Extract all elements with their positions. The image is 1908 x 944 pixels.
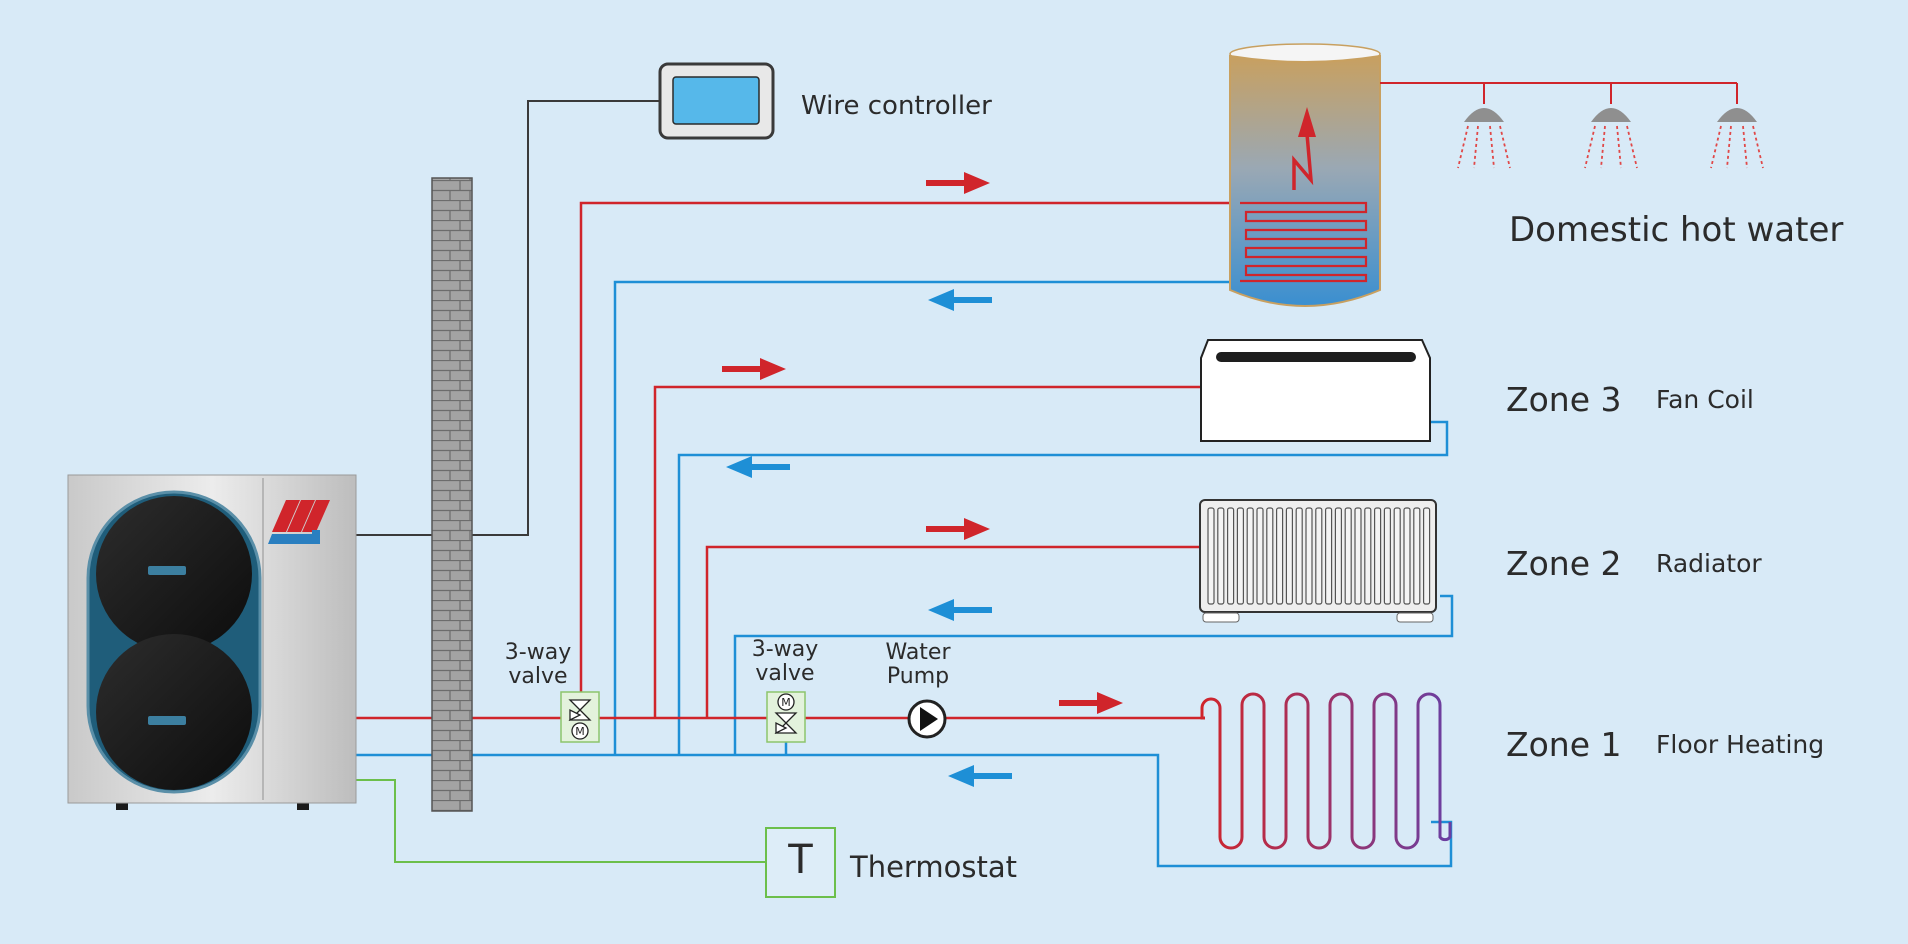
domestic-hot-water-label: Domestic hot water [1509, 210, 1844, 250]
cold-flow-arrow-zone1 [948, 765, 1012, 787]
cold-flow-arrow-dhw [928, 289, 992, 311]
zone1-label: Zone 1 [1506, 725, 1622, 764]
pump-label-line1: Water [885, 640, 951, 665]
three-way-valve-1: M [560, 691, 600, 743]
zone3-label: Zone 3 [1506, 380, 1622, 419]
radiator-fin [1373, 507, 1382, 605]
radiator-fin [1344, 507, 1352, 605]
radiator-fin [1266, 507, 1274, 605]
valve2-label-line2: valve [755, 661, 815, 686]
valve1-motor-symbol: M [575, 725, 585, 738]
cold-flow-arrow-zone3 [726, 456, 790, 478]
zone2-label: Zone 2 [1506, 544, 1622, 583]
return-pipes [356, 280, 1454, 868]
radiator-fin [1393, 507, 1401, 605]
radiator-fin [1383, 507, 1392, 605]
hot-flow-arrow-dhw [926, 172, 990, 194]
valve1-label: 3-way valve [498, 641, 578, 689]
radiator-fin [1256, 507, 1264, 605]
radiator-fin [1364, 507, 1372, 605]
water-pump [907, 699, 947, 739]
valve2-label: 3-way valve [745, 638, 825, 686]
thermostat-label: Thermostat [850, 850, 1017, 884]
wire-controller-label: Wire controller [801, 91, 992, 121]
pump-label-line2: Pump [886, 664, 950, 689]
valve2-motor-symbol: M [781, 696, 791, 709]
heat-rise-arrow [1292, 107, 1316, 190]
fan-coil-label: Fan Coil [1656, 385, 1754, 414]
floor-heating-label: Floor Heating [1656, 730, 1825, 759]
hot-flow-arrow-zone3 [722, 358, 786, 380]
hot-flow-arrow-zone2 [926, 518, 990, 540]
radiator-fin [1226, 507, 1235, 605]
radiator-fin [1295, 507, 1303, 605]
radiator-fin [1334, 507, 1343, 605]
valve1-label-line1: 3-way [504, 640, 572, 665]
shower-heads [1380, 82, 1764, 169]
brand-logo [268, 500, 330, 544]
thermostat-symbol: T [788, 837, 813, 883]
radiator-fin [1217, 507, 1225, 605]
hot-flow-arrow-zone1 [1059, 692, 1123, 714]
radiator-unit [1199, 499, 1437, 623]
radiator-label: Radiator [1656, 549, 1762, 578]
radiator-fin [1354, 507, 1362, 605]
valve2-label-line1: 3-way [751, 637, 819, 662]
water-pump-label: Water Pump [878, 641, 958, 689]
flow-arrows [722, 172, 1123, 787]
radiator-fin [1236, 507, 1245, 605]
radiator-fin [1285, 507, 1294, 605]
thermostat-wire [356, 779, 765, 863]
thermostat-box [765, 827, 836, 898]
floor-heating-loop [1200, 692, 1452, 850]
radiator-fin [1305, 507, 1313, 605]
wire-controller [658, 62, 775, 140]
valve1-label-line2: valve [508, 664, 568, 689]
radiator-fin [1403, 507, 1411, 605]
tank-coil [1240, 201, 1368, 283]
three-way-valve-2: M [766, 691, 806, 743]
hot-water-tank [1229, 43, 1381, 307]
radiator-fin [1207, 507, 1215, 605]
radiator-fin [1422, 507, 1431, 605]
brick-wall [431, 177, 473, 812]
cold-flow-arrow-zone2 [928, 599, 992, 621]
fan-coil-unit [1200, 339, 1431, 442]
heat-pump-unit [67, 474, 357, 810]
radiator-fin [1413, 507, 1421, 605]
radiator-fin [1246, 507, 1254, 605]
radiator-fin [1324, 507, 1333, 605]
radiator-fin [1275, 507, 1284, 605]
radiator-fin [1315, 507, 1323, 605]
